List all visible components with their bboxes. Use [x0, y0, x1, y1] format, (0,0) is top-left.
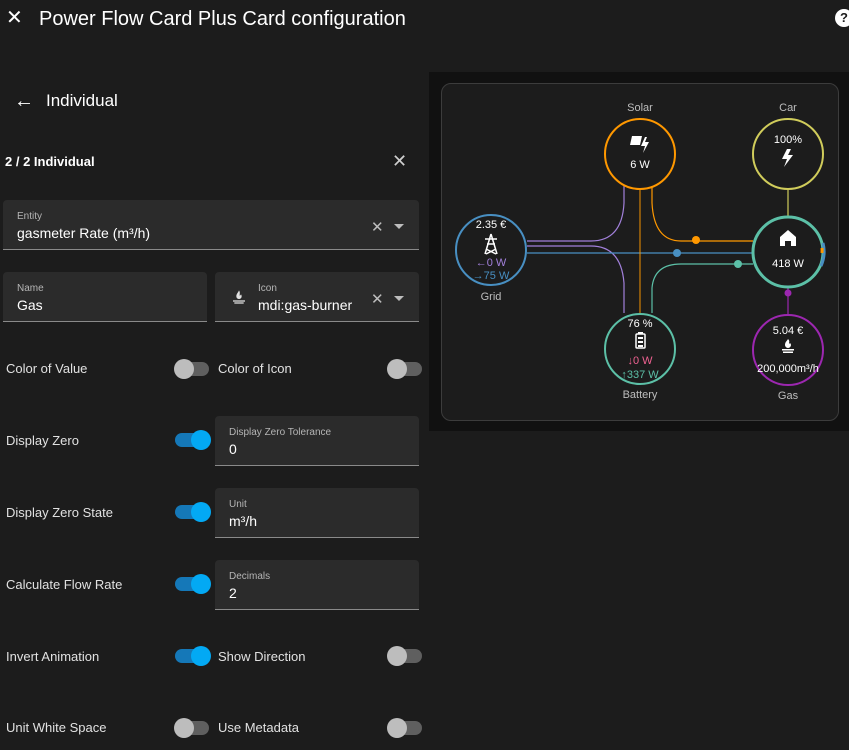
- battery-flow-dot: [734, 260, 742, 268]
- solar-panel-icon: [630, 136, 649, 153]
- solar-node[interactable]: [604, 118, 676, 190]
- color-of-value-label: Color of Value: [6, 361, 88, 376]
- name-field[interactable]: Name Gas: [3, 272, 207, 322]
- clear-icon-icon[interactable]: ✕: [371, 291, 384, 308]
- grid-solar-line: [527, 162, 625, 242]
- battery-node[interactable]: [604, 313, 676, 385]
- gas-flow-dot: [784, 289, 792, 297]
- grid-label: Grid: [481, 291, 502, 303]
- icon-dropdown-icon[interactable]: [394, 296, 404, 301]
- grid-node[interactable]: [455, 214, 527, 286]
- grid-battery-line: [527, 245, 625, 313]
- display-zero-switch[interactable]: [175, 430, 211, 450]
- car-label: Car: [779, 102, 797, 114]
- solar-label: Solar: [627, 102, 653, 114]
- grid-flow-dot: [673, 249, 681, 257]
- use-metadata-switch[interactable]: [387, 718, 422, 738]
- help-icon[interactable]: ?: [835, 9, 849, 27]
- gas-burner-icon: [782, 339, 794, 353]
- remove-individual-button[interactable]: ✕: [392, 151, 408, 171]
- grid-in-value: ←0 W: [476, 257, 507, 269]
- home-node[interactable]: [751, 215, 825, 289]
- switch-knob: [174, 718, 194, 738]
- invert-animation-label: Invert Animation: [6, 649, 100, 664]
- grid-price: 2.35 €: [476, 219, 507, 231]
- name-field-value[interactable]: Gas: [17, 297, 43, 313]
- entity-field-value[interactable]: gasmeter Rate (m³/h): [17, 225, 151, 241]
- switch-knob: [191, 574, 211, 594]
- display-zero-tolerance-field[interactable]: Display Zero Tolerance 0: [215, 416, 419, 466]
- battery-soc: 76 %: [627, 318, 652, 330]
- decimals-field-value[interactable]: 2: [229, 585, 237, 601]
- show-direction-label: Show Direction: [218, 649, 306, 664]
- decimals-field-label: Decimals: [229, 571, 271, 582]
- display-zero-state-label: Display Zero State: [6, 505, 113, 520]
- entity-field-label: Entity: [17, 211, 43, 222]
- color-of-icon-switch[interactable]: [387, 359, 422, 379]
- flash-icon: [782, 149, 793, 167]
- display-zero-tolerance-value[interactable]: 0: [229, 441, 237, 457]
- battery-home-line: [651, 263, 753, 313]
- switch-knob: [191, 646, 211, 666]
- home-value: 418 W: [772, 258, 804, 270]
- show-direction-switch[interactable]: [387, 646, 422, 666]
- battery-label: Battery: [623, 389, 658, 401]
- display-zero-label: Display Zero: [6, 433, 79, 448]
- car-value: 100%: [774, 134, 802, 146]
- invert-animation-switch[interactable]: [175, 646, 211, 666]
- gas-label: Gas: [778, 390, 799, 402]
- dialog-header: ✕ Power Flow Card Plus Card configuratio…: [0, 0, 849, 40]
- switch-knob: [191, 502, 211, 522]
- unit-field-value[interactable]: m³/h: [229, 513, 257, 529]
- solar-flow-dot: [692, 236, 700, 244]
- calculate-flow-rate-label: Calculate Flow Rate: [6, 577, 123, 592]
- display-zero-tolerance-label: Display Zero Tolerance: [229, 427, 332, 438]
- unit-field-label: Unit: [229, 499, 247, 510]
- color-of-icon-label: Color of Icon: [218, 361, 292, 376]
- grid-out-value: →75 W: [473, 270, 510, 282]
- entity-dropdown-icon[interactable]: [394, 224, 404, 229]
- unit-field[interactable]: Unit m³/h: [215, 488, 419, 538]
- transmission-tower-icon: [484, 233, 498, 255]
- gas-value: 200,000m³/h: [757, 363, 819, 375]
- section-title: Individual: [46, 91, 118, 110]
- solar-home-line: [651, 163, 753, 242]
- clear-entity-icon[interactable]: ✕: [371, 219, 384, 236]
- icon-field[interactable]: Icon mdi:gas-burner ✕: [215, 272, 419, 322]
- dialog-title: Power Flow Card Plus Card configuration: [39, 8, 406, 30]
- name-field-label: Name: [17, 283, 44, 294]
- calculate-flow-rate-switch[interactable]: [175, 574, 211, 594]
- home-grid-segment: [819, 242, 826, 267]
- battery-icon: [635, 332, 646, 349]
- unit-white-space-switch[interactable]: [174, 718, 209, 738]
- gas-burner-icon: [233, 290, 245, 304]
- home-icon: [780, 230, 796, 246]
- color-of-value-switch[interactable]: [174, 359, 209, 379]
- gas-price: 5.04 €: [773, 325, 804, 337]
- use-metadata-label: Use Metadata: [218, 720, 299, 735]
- close-dialog-button[interactable]: ✕: [6, 7, 23, 29]
- individual-counter: 2 / 2 Individual: [5, 154, 95, 169]
- battery-out-value: ↑337 W: [621, 369, 659, 381]
- display-zero-state-switch[interactable]: [175, 502, 211, 522]
- switch-knob: [174, 359, 194, 379]
- power-flow-diagram: Solar 6 W Car 100% 2.35 € ←0 W →75 W Gri…: [455, 102, 826, 402]
- solar-value: 6 W: [630, 159, 650, 171]
- icon-field-label: Icon: [258, 283, 277, 294]
- switch-knob: [387, 359, 407, 379]
- decimals-field[interactable]: Decimals 2: [215, 560, 419, 610]
- back-arrow-icon[interactable]: ←: [14, 90, 34, 112]
- battery-in-value: ↓0 W: [627, 355, 653, 367]
- entity-field[interactable]: Entity gasmeter Rate (m³/h) ✕: [3, 200, 419, 250]
- switch-knob: [191, 430, 211, 450]
- switch-knob: [387, 718, 407, 738]
- unit-white-space-label: Unit White Space: [6, 720, 107, 735]
- switch-knob: [387, 646, 407, 666]
- icon-field-value[interactable]: mdi:gas-burner: [258, 297, 353, 313]
